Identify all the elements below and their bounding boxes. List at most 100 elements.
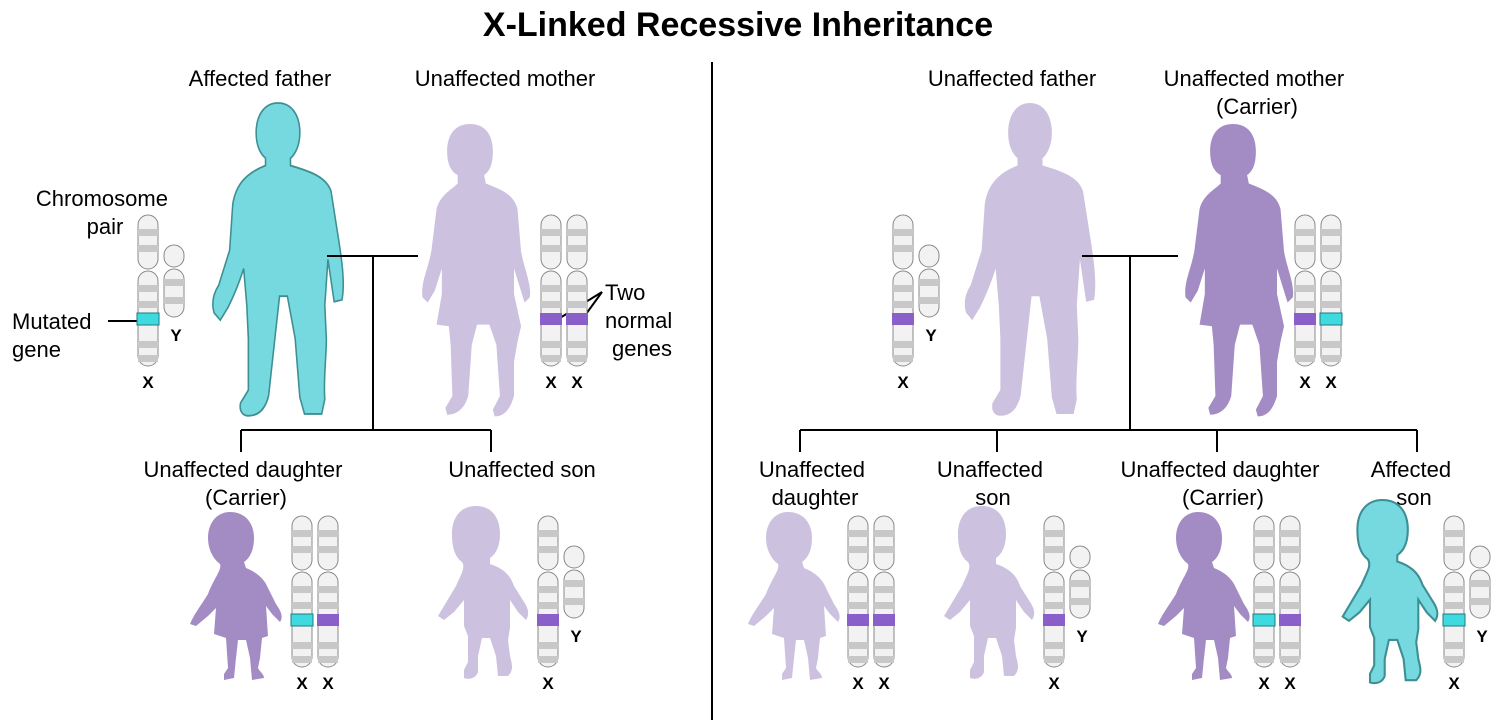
right-daughter-1-chromosomes-x2: X — [873, 515, 895, 693]
right-mother-label: Unaffected mother (Carrier) — [1164, 66, 1351, 119]
mother-label: Unaffected mother — [415, 66, 596, 91]
left-daughter-chromosomes-x1: X — [290, 515, 314, 693]
right-child-3-label-line1: Unaffected daughter — [1120, 457, 1319, 482]
normal-gene-band — [892, 313, 914, 325]
two-normal-genes-line3: genes — [612, 336, 672, 361]
two-normal-genes-label: Two normal genes — [605, 280, 678, 361]
mutated-gene-label-line1: Mutated — [12, 309, 92, 334]
mutated-gene-band — [1252, 613, 1276, 627]
left-father-chromosomes-x: X — [136, 214, 160, 392]
chromosome-pair-label: Chromosome pair — [36, 186, 174, 239]
carrier-mother-silhouette — [1185, 124, 1294, 417]
normal-gene-band — [317, 614, 339, 626]
normal-gene-band — [1279, 614, 1301, 626]
chromosome-pair-label-line1: Chromosome — [36, 186, 168, 211]
right-daughter-1-chromosomes-x1: X — [847, 515, 869, 693]
right-child-3-label-line2: (Carrier) — [1182, 485, 1264, 510]
right-child-4-label: Affected son — [1371, 457, 1457, 510]
left-family-tree-lines — [240, 255, 492, 452]
normal-gene-band — [1043, 614, 1065, 626]
right-father-chromosomes-y: Y — [918, 244, 940, 345]
normal-gene-band — [873, 614, 895, 626]
x-chromosome-label: X — [545, 373, 557, 392]
right-child-1-label-line1: Unaffected — [759, 457, 865, 482]
right-daughter-2-chromosomes-x1: X — [1252, 515, 1276, 693]
right-child-2-label-line2: son — [975, 485, 1010, 510]
left-child-2-label: Unaffected son — [448, 457, 596, 482]
left-child-1-label-line1: Unaffected daughter — [143, 457, 342, 482]
unaffected-father-silhouette — [964, 103, 1096, 416]
right-child-2-label-line1: Unaffected — [937, 457, 1043, 482]
y-chromosome-label: Y — [925, 326, 937, 345]
normal-gene-band — [537, 614, 559, 626]
father-label: Affected father — [189, 66, 332, 91]
right-child-4-label-line2: son — [1396, 485, 1431, 510]
x-chromosome-label: X — [542, 674, 554, 693]
mutated-gene-band — [136, 312, 160, 326]
x-chromosome-label: X — [1325, 373, 1337, 392]
right-carrier-daughter-silhouette — [1158, 512, 1250, 680]
x-chromosome-label: X — [142, 373, 154, 392]
chromosome-pair-label-line2: pair — [87, 214, 124, 239]
two-normal-genes-line1: Two — [605, 280, 645, 305]
mutated-gene-band — [1442, 613, 1466, 627]
y-chromosome-label: Y — [170, 326, 182, 345]
right-son-1-chromosomes-x: X — [1043, 515, 1065, 693]
mutated-gene-band — [1319, 312, 1343, 326]
right-son-2-chromosomes-y: Y — [1469, 545, 1491, 646]
x-chromosome-label: X — [1258, 674, 1270, 693]
right-family-tree-lines — [799, 255, 1418, 452]
left-child-1-label-line2: (Carrier) — [205, 485, 287, 510]
right-son-1-chromosomes-y: Y — [1069, 545, 1091, 646]
right-unaffected-daughter-silhouette — [748, 512, 840, 680]
left-mother-chromosomes-x1: X — [540, 214, 562, 392]
right-affected-son-silhouette — [1341, 498, 1439, 685]
left-son-chromosomes-x: X — [537, 515, 559, 693]
right-panel: Unaffected father Unaffected mother (Car… — [748, 66, 1457, 685]
two-normal-genes-line2: normal — [605, 308, 672, 333]
left-mother-chromosomes-x2: X — [566, 214, 588, 392]
right-unaffected-son-silhouette — [944, 506, 1035, 679]
affected-father-silhouette — [211, 102, 345, 417]
mutated-gene-label-line2: gene — [12, 337, 61, 362]
left-carrier-daughter-silhouette — [190, 512, 282, 680]
y-chromosome-label: Y — [1076, 627, 1088, 646]
x-chromosome-label: X — [1448, 674, 1460, 693]
x-chromosome-label: X — [1299, 373, 1311, 392]
right-daughter-2-chromosomes-x2: X — [1279, 515, 1301, 693]
diagram-title: X-Linked Recessive Inheritance — [483, 6, 993, 44]
y-chromosome-label: Y — [570, 627, 582, 646]
x-chromosome-label: X — [1048, 674, 1060, 693]
right-mother-label-line1: Unaffected mother — [1164, 66, 1345, 91]
right-son-2-chromosomes-x: X — [1442, 515, 1466, 693]
right-child-3-label: Unaffected daughter (Carrier) — [1120, 457, 1325, 510]
right-mother-chromosomes-x1: X — [1294, 214, 1316, 392]
normal-gene-band — [540, 313, 562, 325]
unaffected-mother-silhouette — [422, 124, 531, 417]
x-chromosome-label: X — [852, 674, 864, 693]
x-chromosome-label: X — [296, 674, 308, 693]
right-mother-label-line2: (Carrier) — [1216, 94, 1298, 119]
left-child-2-label-line1: Unaffected son — [448, 457, 596, 482]
x-chromosome-label: X — [1284, 674, 1296, 693]
left-daughter-chromosomes-x2: X — [317, 515, 339, 693]
y-chromosome-label: Y — [1476, 627, 1488, 646]
left-panel: Affected father Unaffected mother Chromo… — [12, 66, 678, 680]
normal-gene-band — [566, 313, 588, 325]
right-child-1-label: Unaffected daughter — [759, 457, 871, 510]
left-son-chromosomes-y: Y — [563, 545, 585, 646]
normal-gene-band — [847, 614, 869, 626]
normal-gene-band — [1294, 313, 1316, 325]
right-child-4-label-line1: Affected — [1371, 457, 1451, 482]
left-unaffected-son-silhouette — [438, 506, 529, 679]
x-chromosome-label: X — [322, 674, 334, 693]
x-chromosome-label: X — [878, 674, 890, 693]
mutated-gene-label: Mutated gene — [12, 309, 98, 362]
right-child-1-label-line2: daughter — [772, 485, 859, 510]
right-child-2-label: Unaffected son — [937, 457, 1049, 510]
x-chromosome-label: X — [897, 373, 909, 392]
x-chromosome-label: X — [571, 373, 583, 392]
left-child-1-label: Unaffected daughter (Carrier) — [143, 457, 348, 510]
